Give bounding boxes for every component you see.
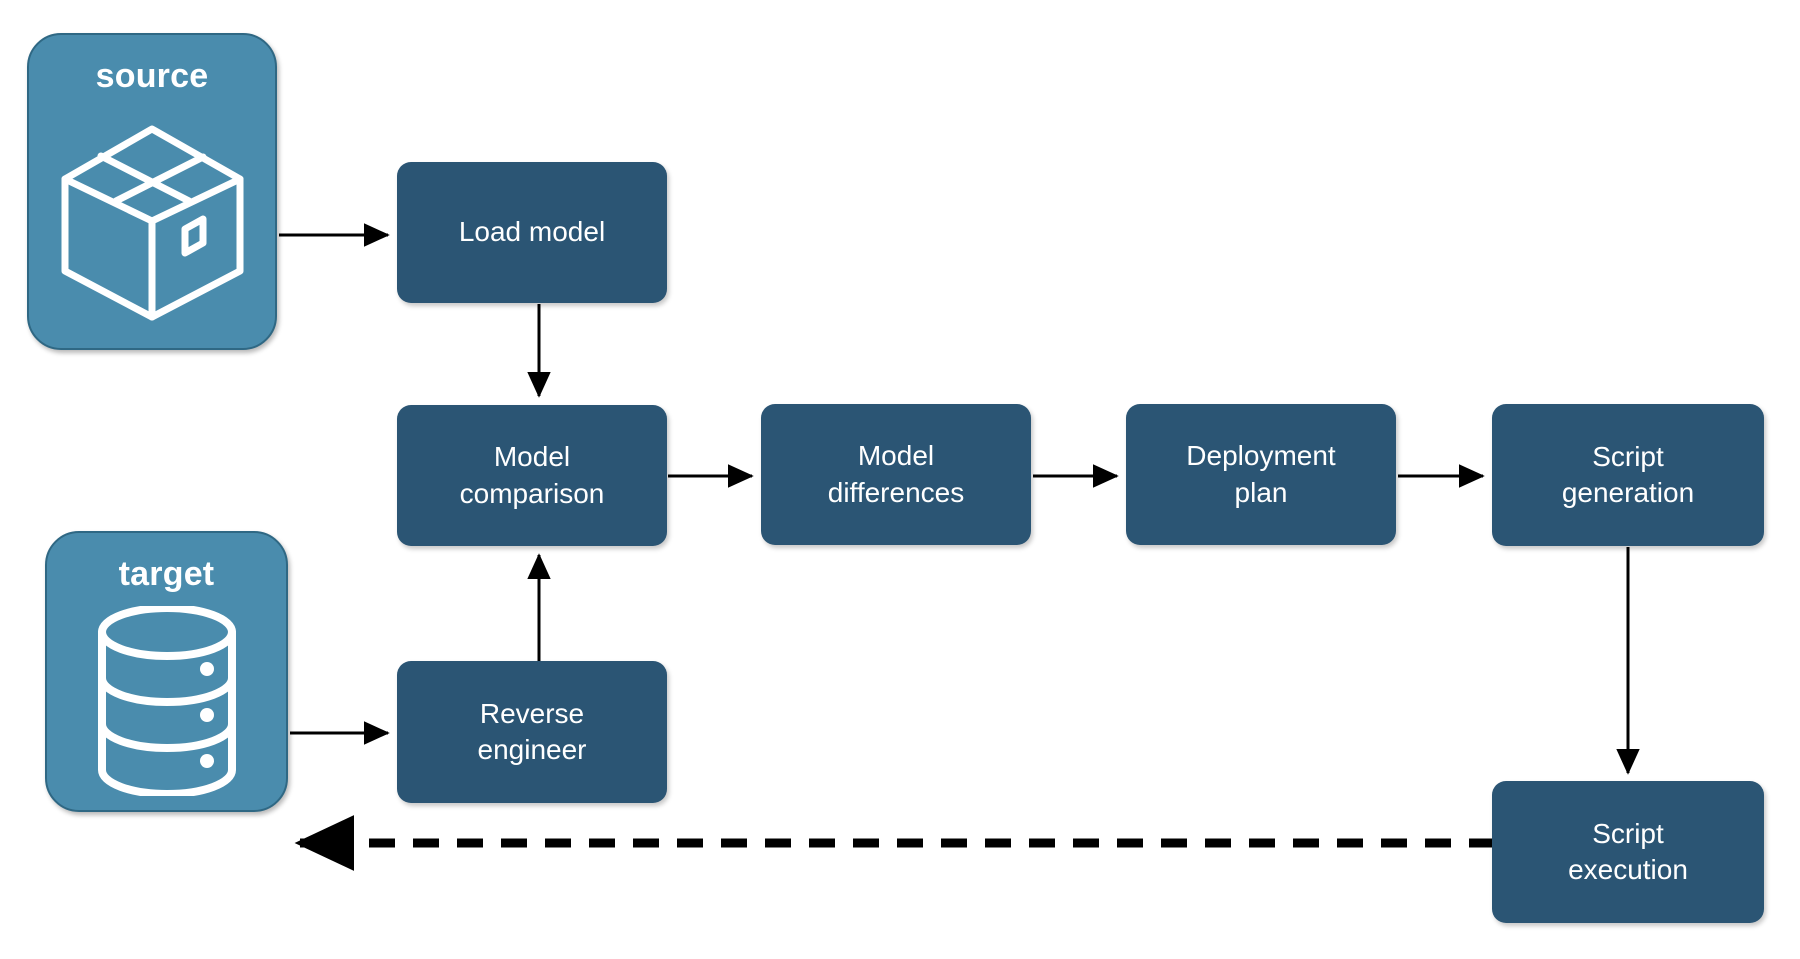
process-label-model-comparison: Model comparison [459,441,605,509]
process-label-model-differences: Model differences [827,440,965,508]
process-box-model-differences[interactable]: Model differences [761,404,1031,545]
endpoint-label-target: target [118,555,215,593]
database-cylinder-icon [47,591,286,810]
endpoint-card-source[interactable]: source [27,33,277,350]
package-box-icon [29,93,275,348]
process-box-script-execution[interactable]: Script execution [1492,781,1764,923]
process-box-load-model[interactable]: Load model [397,162,667,303]
process-label-load-model: Load model [458,216,606,248]
process-label-reverse-engineer: Reverse engineer [477,697,587,765]
process-box-model-comparison[interactable]: Model comparison [397,405,667,546]
process-label-script-execution: Script execution [1568,817,1688,885]
process-box-script-generation[interactable]: Script generation [1492,404,1764,546]
process-label-deployment-plan: Deployment plan [1186,440,1336,508]
process-label-script-generation: Script generation [1561,440,1695,508]
process-box-reverse-engineer[interactable]: Reverse engineer [397,661,667,803]
process-box-deployment-plan[interactable]: Deployment plan [1126,404,1396,545]
endpoint-label-source: source [95,57,209,95]
endpoint-card-target[interactable]: target [45,531,288,812]
